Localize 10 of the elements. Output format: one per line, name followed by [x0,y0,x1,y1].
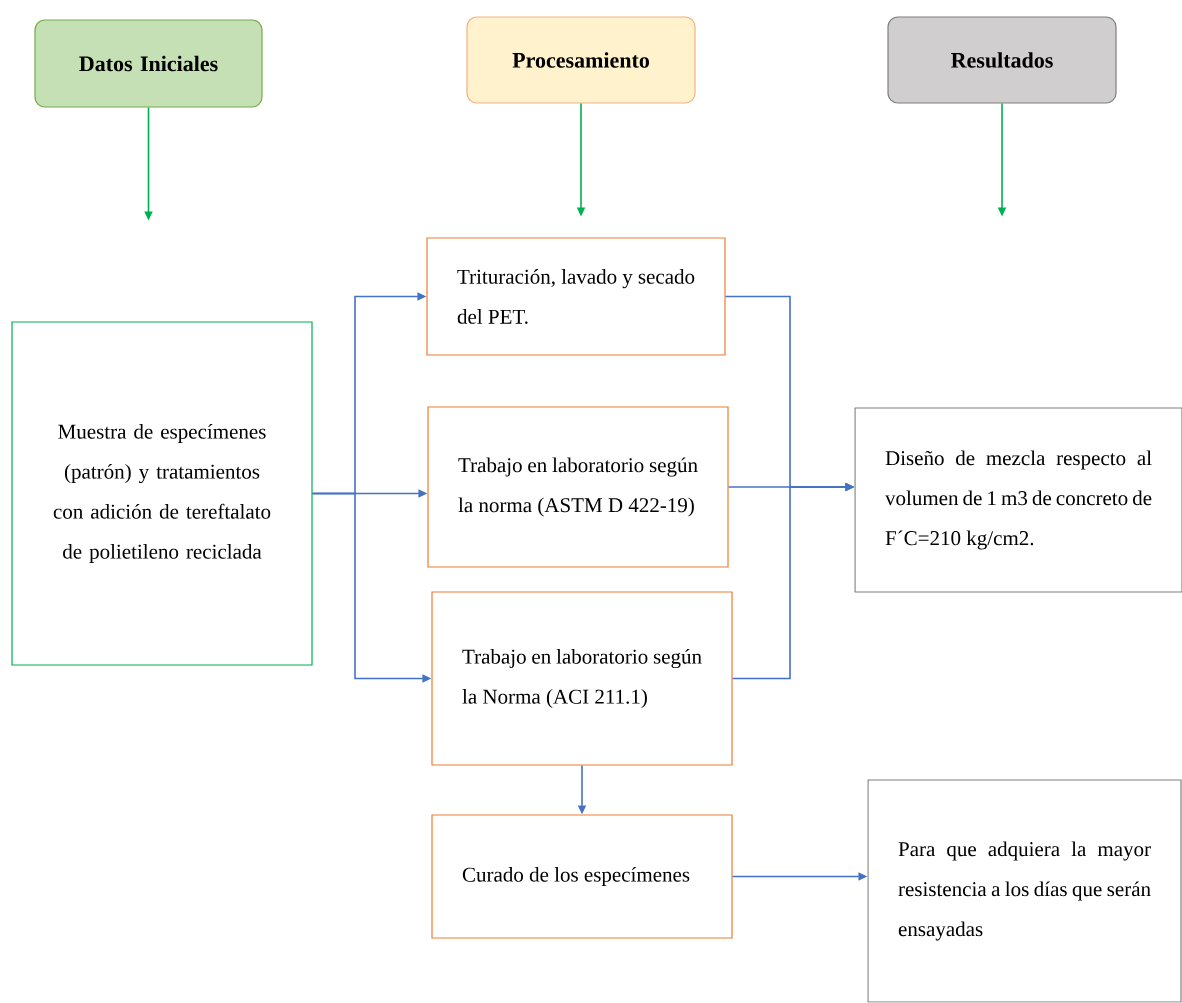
header-box: Resultados [887,16,1117,104]
header-box: Procesamiento [466,16,696,104]
header-box: Datos Iniciales [34,19,263,108]
process-box: Muestra de especímenes (patrón) y tratamientos con adición de tereftalato de polietileno reciclada [11,321,313,666]
result-box: Para que adquiera la mayor resistencia a los días que serán ensayadas [867,779,1182,1003]
result-box: Diseño de mezcla respecto al volumen de 1 m3 de concreto de F´C=210 kg/cm2. [854,407,1182,593]
process-box: Trituración, lavado y secado del PET. [426,237,726,356]
process-box: Trabajo en laboratorio según la Norma (ACI 211.1) [431,591,733,766]
process-box: Trabajo en laboratorio según la norma (ASTM D 422-19) [427,406,729,568]
process-box: Curado de los especímenes [431,814,733,939]
